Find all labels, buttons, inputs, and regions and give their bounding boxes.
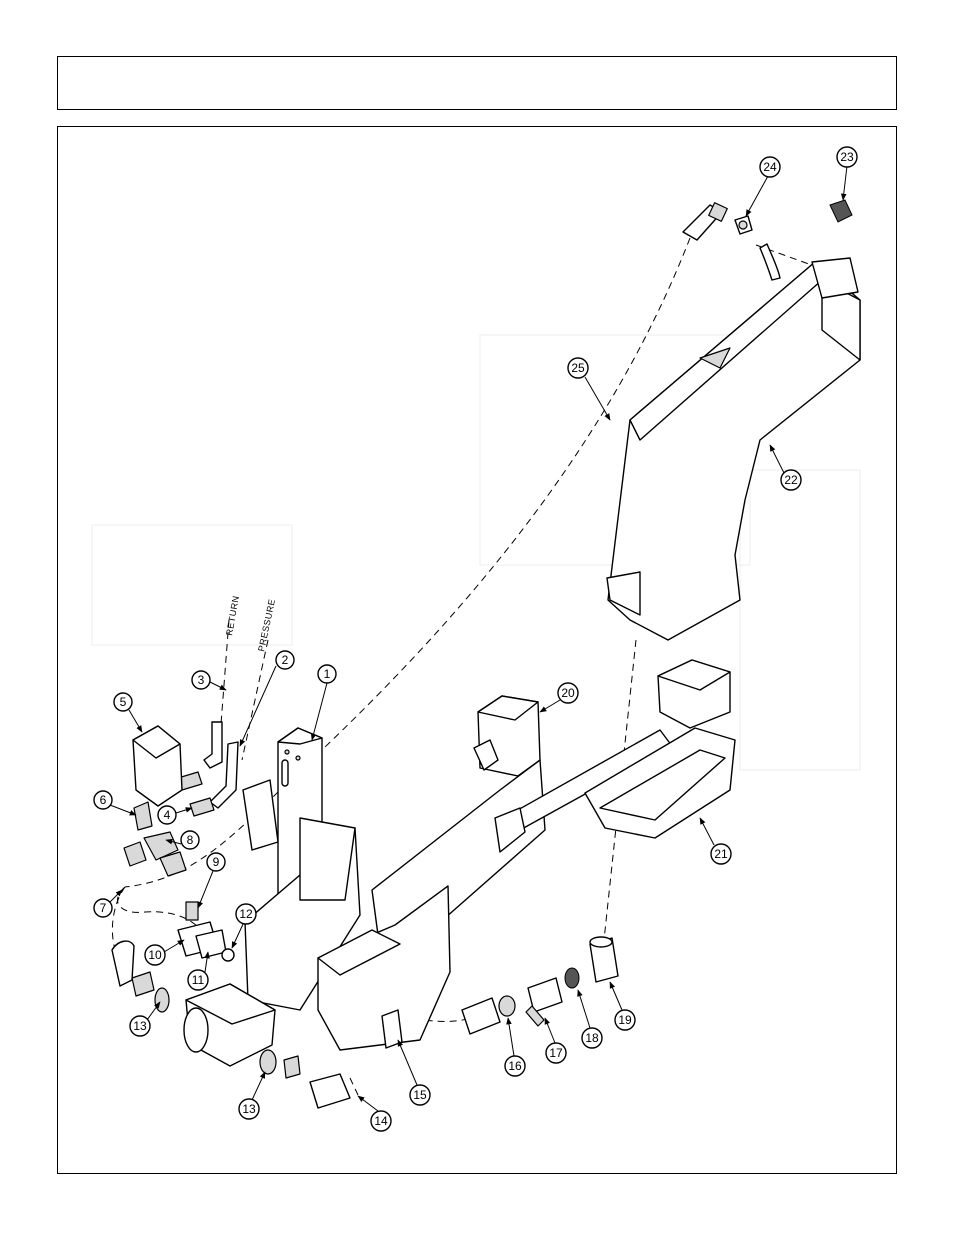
pressure-label: PRESSURE	[256, 598, 277, 652]
callout-2: 2	[240, 651, 294, 746]
callout-13a: 13	[130, 1002, 160, 1036]
svg-text:6: 6	[100, 793, 107, 807]
part-18-nut	[565, 968, 579, 988]
part-22-shield	[607, 244, 860, 640]
part-16-coupler	[462, 996, 515, 1034]
svg-text:4: 4	[164, 808, 171, 822]
svg-text:23: 23	[840, 150, 854, 164]
svg-text:2: 2	[282, 653, 289, 667]
svg-text:20: 20	[561, 686, 575, 700]
part-24-fitting	[735, 216, 752, 234]
svg-text:9: 9	[213, 855, 220, 869]
callout-16: 16	[505, 1018, 525, 1076]
svg-text:22: 22	[784, 473, 798, 487]
svg-text:1: 1	[324, 667, 331, 681]
svg-text:21: 21	[714, 847, 728, 861]
callout-3: 3	[192, 671, 226, 690]
svg-text:10: 10	[148, 948, 162, 962]
svg-text:7: 7	[100, 901, 107, 915]
callout-13b: 13	[239, 1072, 265, 1119]
part-20-bracket	[474, 696, 540, 776]
part-19-tee	[590, 937, 618, 982]
svg-text:17: 17	[549, 1046, 563, 1060]
part-12-nut	[222, 949, 234, 961]
part-3-return-hose	[204, 722, 222, 768]
callout-20: 20	[540, 683, 578, 712]
part-7-fitting	[124, 842, 146, 866]
callout-22: 22	[770, 445, 801, 490]
svg-text:12: 12	[239, 907, 253, 921]
callout-5: 5	[114, 693, 142, 732]
callout-14: 14	[358, 1096, 391, 1131]
svg-text:14: 14	[374, 1114, 388, 1128]
svg-text:3: 3	[198, 673, 205, 687]
svg-text:18: 18	[585, 1031, 599, 1045]
callout-23: 23	[837, 147, 857, 200]
svg-text:5: 5	[120, 695, 127, 709]
part-17-valve	[526, 978, 562, 1026]
callout-1: 1	[312, 665, 336, 740]
svg-text:13: 13	[133, 1019, 147, 1033]
part-4-adapters	[178, 772, 214, 816]
svg-text:11: 11	[192, 973, 205, 987]
callout-9: 9	[198, 853, 225, 908]
svg-text:24: 24	[763, 160, 777, 174]
svg-text:16: 16	[508, 1059, 522, 1073]
callout-24: 24	[746, 157, 780, 216]
svg-text:15: 15	[413, 1088, 427, 1102]
part-8-elbow	[144, 832, 186, 876]
callout-4: 4	[158, 806, 192, 824]
callouts: 1 2 3 4 5 6 7 8 9 10 11 12 13 13 14 15 1…	[94, 147, 857, 1131]
part-9-bolt	[186, 902, 198, 920]
part-5-valve-block	[133, 726, 182, 806]
callout-10: 10	[145, 940, 184, 965]
callout-15: 15	[398, 1040, 430, 1105]
callout-21: 21	[700, 818, 731, 864]
return-label: RETURN	[224, 595, 241, 637]
callout-6: 6	[94, 791, 136, 815]
svg-text:8: 8	[187, 833, 194, 847]
svg-text:19: 19	[618, 1013, 632, 1027]
svg-text:25: 25	[571, 361, 585, 375]
part-25-hose	[683, 203, 727, 240]
callout-17: 17	[545, 1018, 566, 1063]
svg-text:13: 13	[242, 1102, 256, 1116]
part-6-elbow	[134, 802, 152, 830]
callout-19: 19	[610, 982, 635, 1030]
callout-18: 18	[578, 990, 602, 1048]
part-23-plug	[830, 200, 852, 222]
